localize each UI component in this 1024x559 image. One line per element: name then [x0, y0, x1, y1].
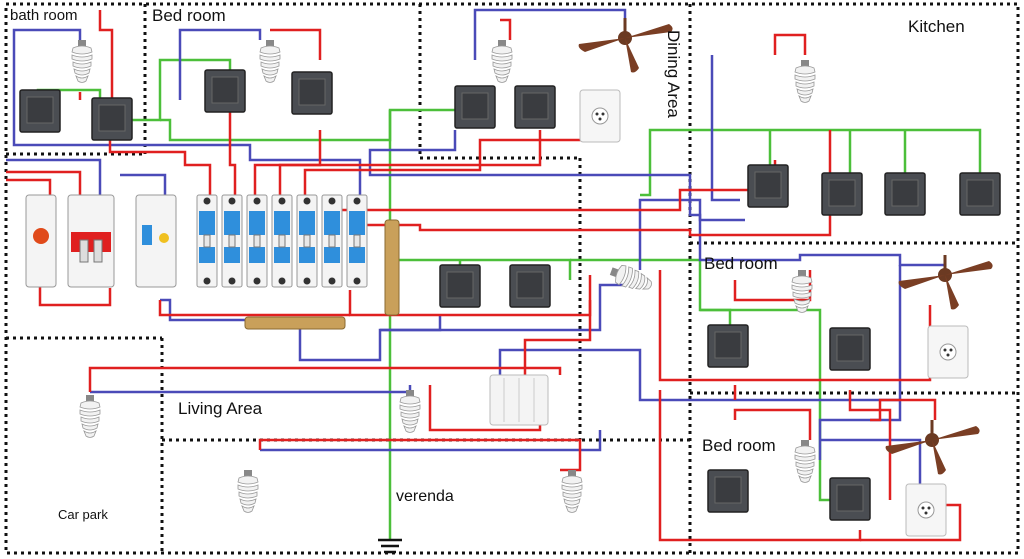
distribution-board [25, 194, 400, 330]
earth-busbar [384, 219, 400, 316]
voltmeter [25, 194, 57, 288]
sockets [579, 89, 969, 537]
switch-icon [291, 71, 333, 115]
switch-icon [821, 172, 863, 216]
room-label-car-park: Car park [58, 507, 108, 522]
switch-icon [707, 324, 749, 368]
room-label-bed-room-top: Bed room [152, 6, 226, 25]
room-label-veranda: verenda [396, 488, 454, 505]
switch-icon [829, 477, 871, 521]
ceiling-fan-icon [898, 255, 993, 310]
switch-boards [19, 69, 1001, 521]
switch-icon [91, 97, 133, 141]
switch-icon [514, 85, 556, 129]
ground-symbol-icon [378, 538, 402, 554]
bulb-icon [794, 59, 816, 103]
switch-icon [509, 264, 551, 308]
main-switch [67, 194, 115, 288]
rccb [135, 194, 177, 288]
switch-icon [884, 172, 926, 216]
bulb-icon [399, 389, 421, 433]
earth-wires [36, 58, 982, 540]
bulb-icon [79, 394, 101, 438]
room-label-kitchen: Kitchen [908, 17, 965, 36]
socket-icon [579, 89, 621, 143]
switch-icon [454, 85, 496, 129]
switch-icon [19, 89, 61, 133]
bulb-icon [237, 469, 259, 513]
socket-icon [927, 325, 969, 379]
switch-icon [439, 264, 481, 308]
switch-icon [204, 69, 246, 113]
switch-icon [829, 327, 871, 371]
room-label-living-area: Living Area [178, 399, 263, 418]
bulb-icon [794, 439, 816, 483]
bulb-icon [259, 39, 281, 83]
bulb-icon [607, 261, 655, 296]
bulb-icon [491, 39, 513, 83]
bulb-icon [561, 469, 583, 513]
mcb-row [196, 194, 368, 288]
ceiling-fan-icon [578, 18, 673, 73]
bulb-icon [71, 39, 93, 83]
switch-icon [747, 164, 789, 208]
room-label-bath-room: bath room [10, 7, 78, 24]
neutral-busbar [244, 316, 346, 330]
socket-icon [905, 483, 947, 537]
ceiling-fan-icon [885, 420, 980, 475]
room-labels: bath room Bed room Dining Area Kitchen B… [10, 6, 965, 522]
switch-bank [489, 374, 549, 426]
switch-icon [959, 172, 1001, 216]
room-label-bed-room-low: Bed room [702, 436, 776, 455]
room-label-bed-room-mid: Bed room [704, 254, 778, 273]
switch-icon [707, 469, 749, 513]
room-label-dining-area: Dining Area [664, 30, 683, 118]
room-borders [4, 2, 1020, 555]
